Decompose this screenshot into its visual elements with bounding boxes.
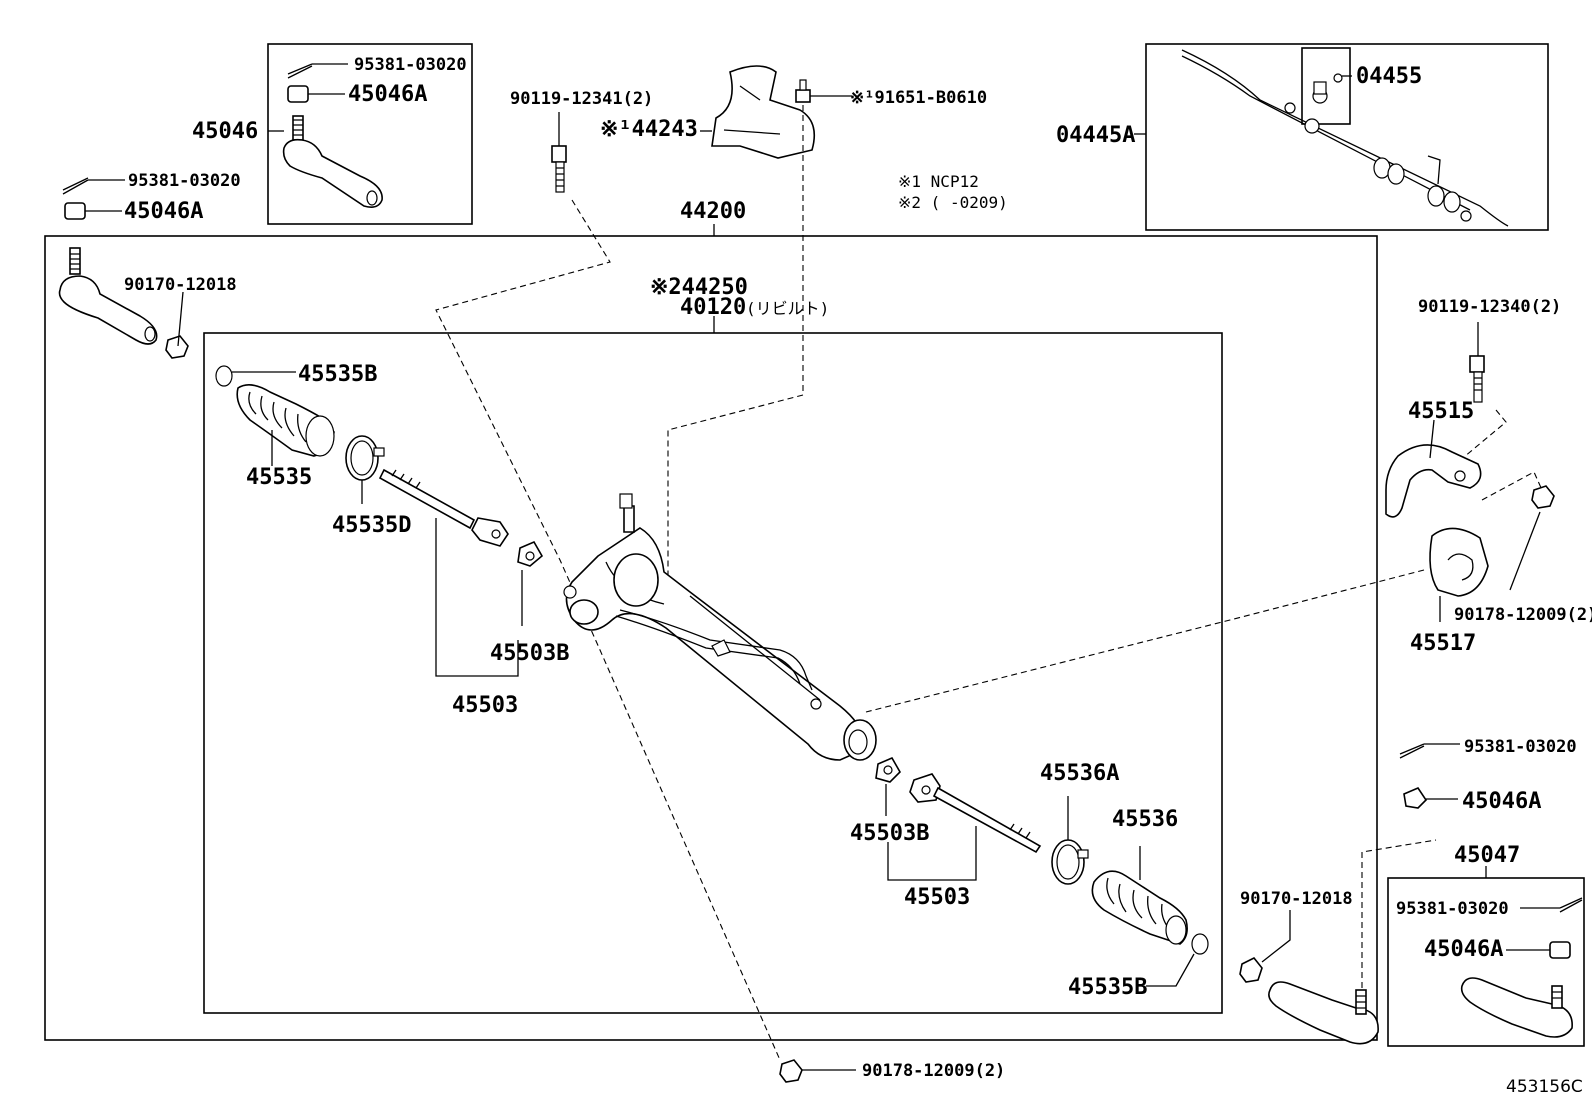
label-45046a-tl: 45046A bbox=[348, 82, 427, 107]
label-90170-12018-l: 90170-12018 bbox=[124, 275, 237, 295]
bolt-90119-12340 bbox=[1457, 322, 1507, 463]
label-90170-12018-r: 90170-12018 bbox=[1240, 889, 1353, 909]
label-95381-03020-br: 95381-03020 bbox=[1396, 899, 1509, 919]
label-90178-12009-r: 90178-12009(2) bbox=[1454, 605, 1592, 625]
boot-clamp-45535b-l bbox=[215, 365, 296, 387]
label-45535: 45535 bbox=[246, 465, 312, 490]
label-45535b-t: 45535B bbox=[298, 362, 377, 387]
label-45503-r: 45503 bbox=[904, 885, 970, 910]
label-45503b-l: 45503B bbox=[490, 641, 569, 666]
label-44250: ※244250 bbox=[650, 275, 748, 300]
boot-45536 bbox=[1091, 846, 1188, 945]
bolt-91651 bbox=[667, 79, 852, 600]
castle-nut-part-br bbox=[1506, 941, 1571, 959]
tie-rod-45503-l bbox=[378, 468, 519, 677]
label-45517: 45517 bbox=[1410, 631, 1476, 656]
cotter-pin-part-br bbox=[1520, 897, 1583, 913]
label-45536: 45536 bbox=[1112, 807, 1178, 832]
dust-cover-44243 bbox=[700, 65, 816, 159]
tie-rod-end-part-l bbox=[58, 247, 158, 345]
label-95381-03020-tl: 95381-03020 bbox=[354, 55, 467, 75]
cotter-pin-part-l bbox=[62, 177, 125, 195]
castle-nut-part-r bbox=[1403, 787, 1458, 809]
steering-rack-housing bbox=[563, 493, 877, 761]
label-04445a: 04445A bbox=[1056, 123, 1135, 148]
label-45536a: 45536A bbox=[1040, 761, 1119, 786]
nut-90170-r bbox=[1239, 910, 1291, 983]
castle-nut-part bbox=[287, 85, 345, 103]
bolt-90119-12341 bbox=[435, 112, 781, 1061]
label-45046: 45046 bbox=[192, 119, 258, 144]
nut-90170-l bbox=[165, 291, 189, 359]
boot-clamp-45536a bbox=[1051, 796, 1089, 885]
label-95381-03020-r: 95381-03020 bbox=[1464, 737, 1577, 757]
label-40120: 40120 bbox=[680, 295, 746, 320]
label-note1: ※1 NCP12 bbox=[898, 172, 979, 191]
box-44200 bbox=[44, 235, 1378, 1041]
bracket-45515 bbox=[1385, 419, 1543, 518]
label-44243: ※¹44243 bbox=[600, 117, 698, 142]
cotter-pin-part bbox=[287, 63, 348, 79]
boot-clamp-45535b-r bbox=[1146, 933, 1209, 987]
cotter-pin-part-r bbox=[1399, 743, 1460, 759]
washer-45503b-l bbox=[517, 540, 544, 626]
label-95381-03020-l: 95381-03020 bbox=[128, 171, 241, 191]
label-91651-b0610: ※¹91651-B0610 bbox=[850, 88, 987, 108]
tie-rod-45503-r bbox=[887, 773, 1042, 881]
label-45515: 45515 bbox=[1408, 399, 1474, 424]
tie-rod-end-part-tl bbox=[268, 115, 383, 208]
label-45046a-br: 45046A bbox=[1424, 937, 1503, 962]
box-45046 bbox=[267, 43, 473, 225]
label-45046a-l: 45046A bbox=[124, 199, 203, 224]
tie-rod-end-part-br bbox=[1460, 866, 1573, 1038]
label-45503-l: 45503 bbox=[452, 693, 518, 718]
washer-45503b-r bbox=[875, 756, 901, 816]
bushing-45517 bbox=[865, 527, 1489, 713]
nut-90178-12009-r bbox=[1509, 485, 1555, 591]
label-04455: 04455 bbox=[1356, 64, 1422, 89]
label-45503b-r: 45503B bbox=[850, 821, 929, 846]
rack-sketch-04445a bbox=[1134, 47, 1509, 227]
label-45535b-b: 45535B bbox=[1068, 975, 1147, 1000]
label-45535d: 45535D bbox=[332, 513, 411, 538]
label-44200: 44200 bbox=[680, 199, 746, 224]
label-90119-12340: 90119-12340(2) bbox=[1418, 297, 1561, 317]
boot-45535-l bbox=[236, 384, 335, 466]
tie-rod-end-part-r bbox=[1268, 839, 1437, 1045]
box-04445a bbox=[1145, 43, 1549, 231]
label-45046a-r: 45046A bbox=[1462, 789, 1541, 814]
box-40120 bbox=[203, 332, 1223, 1014]
boot-clamp-45535d bbox=[345, 435, 385, 504]
label-90178-12009-b: 90178-12009(2) bbox=[862, 1061, 1005, 1081]
label-40120-sub: (リビルト) bbox=[746, 299, 829, 318]
label-45047: 45047 bbox=[1454, 843, 1520, 868]
castle-nut-part-l bbox=[64, 202, 122, 220]
label-90119-12341: 90119-12341(2) bbox=[510, 89, 653, 109]
nut-90178-12009-b bbox=[779, 1059, 856, 1083]
label-note2: ※2 ( -0209) bbox=[898, 193, 1008, 212]
label-ref-code: 453156C bbox=[1506, 1077, 1583, 1097]
